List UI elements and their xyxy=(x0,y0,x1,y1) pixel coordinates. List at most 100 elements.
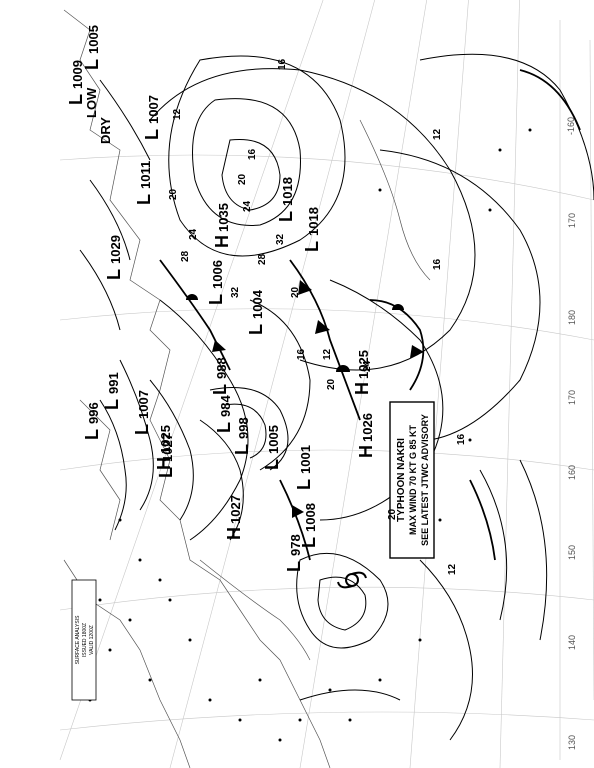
high-pressure-center: H 1025 xyxy=(154,425,174,470)
center-pressure-value: 991 xyxy=(106,372,121,394)
center-letter: L xyxy=(232,444,252,455)
longitude-tick: 140 xyxy=(567,635,577,650)
center-letter: L xyxy=(294,479,314,490)
typhoon-advisory-box: TYPHOON NAKRI MAX WIND 70 KT G 85 KT SEE… xyxy=(389,401,435,559)
advisory-wind: MAX WIND 70 KT G 85 KT xyxy=(408,424,418,535)
center-letter: L xyxy=(284,561,304,572)
center-letter: L xyxy=(104,269,124,280)
center-letter: L xyxy=(206,294,226,305)
low-pressure-center: L 1006 xyxy=(206,260,226,305)
center-pressure-value: 1008 xyxy=(303,503,318,532)
longitude-tick: 150 xyxy=(567,545,577,560)
center-pressure-value: 996 xyxy=(86,402,101,424)
low-pressure-center: L 991 xyxy=(102,372,122,410)
station-plots xyxy=(78,128,532,742)
contour-value-label: 16 xyxy=(277,58,288,70)
center-pressure-value: 1025 xyxy=(158,425,173,454)
center-letter: L xyxy=(142,129,162,140)
longitude-tick: 130 xyxy=(567,735,577,750)
center-pressure-value: 1018 xyxy=(280,177,295,206)
contour-value-label: 28 xyxy=(257,253,268,265)
low-pressure-center: L 996 xyxy=(82,402,102,440)
center-letter: H xyxy=(224,527,244,540)
center-pressure-value: 1027 xyxy=(160,433,175,462)
longitude-tick: -160 xyxy=(566,117,576,135)
contour-value-label: 16 xyxy=(432,258,443,270)
center-letter: L xyxy=(214,422,234,433)
center-pressure-value: 1026 xyxy=(360,413,375,442)
center-letter: H xyxy=(356,445,376,458)
contour-value-label: 12 xyxy=(447,563,458,575)
contour-value-label: 16 xyxy=(456,433,467,445)
center-letter: L xyxy=(246,324,266,335)
center-pressure-value: 1025 xyxy=(356,350,371,379)
isobars xyxy=(79,53,594,741)
center-letter: L xyxy=(302,241,322,252)
longitude-tick: 160 xyxy=(567,465,577,480)
center-pressure-value: 998 xyxy=(236,417,251,439)
center-pressure-value: 1006 xyxy=(210,260,225,289)
pressure-centers: H1035H1025H1026H1025H1027L1018L1018L1006… xyxy=(66,25,376,572)
center-pressure-value: 978 xyxy=(288,534,303,556)
center-letter: L xyxy=(82,429,102,440)
center-letter: L xyxy=(66,94,86,105)
center-pressure-value: 1029 xyxy=(108,235,123,264)
contour-value-label: 28 xyxy=(180,250,191,262)
longitude-tick: 180 xyxy=(567,310,577,325)
contour-value-label: 16 xyxy=(296,348,307,360)
contour-value-label: 12 xyxy=(322,348,333,360)
typhoon-icon xyxy=(337,571,367,589)
low-pressure-center: L 998 xyxy=(232,417,252,455)
center-letter: L xyxy=(262,459,282,470)
center-letter: L xyxy=(102,399,122,410)
flag-labels: LOW DRY xyxy=(84,87,113,144)
center-letter: L xyxy=(132,424,152,435)
chart-title-box: SURFACE ANALYSIS ISSUED 1800Z VALID 1200… xyxy=(71,579,97,701)
title-line-1: SURFACE ANALYSIS xyxy=(75,615,81,664)
contour-value-label: 24 xyxy=(188,228,199,240)
center-pressure-value: 1011 xyxy=(138,161,153,189)
center-letter: L xyxy=(299,537,319,548)
low-pressure-center: L 1007 xyxy=(142,95,162,140)
contour-value-label: 12 xyxy=(172,108,183,120)
title-line-2: ISSUED 1800Z xyxy=(82,623,88,657)
low-pressure-center: L 978 xyxy=(284,534,304,572)
contour-value-label: 24 xyxy=(242,200,253,212)
center-pressure-value: 1007 xyxy=(146,95,161,124)
advisory-note: SEE LATEST JTWC ADVISORY xyxy=(420,414,430,546)
advisory-name: TYPHOON NAKRI xyxy=(396,438,407,522)
contour-value-label: 32 xyxy=(230,286,241,298)
longitude-tick: 170 xyxy=(567,390,577,405)
center-letter: L xyxy=(82,59,102,70)
contour-value-label: 20 xyxy=(387,508,398,520)
center-pressure-value: 1001 xyxy=(298,445,313,474)
contour-value-label: 16 xyxy=(247,148,258,160)
contour-value-label: 20 xyxy=(326,378,337,390)
center-letter: H xyxy=(154,457,174,470)
contour-value-label: 20 xyxy=(237,173,248,185)
title-line-3: VALID 1200Z xyxy=(89,625,95,655)
center-pressure-value: 1027 xyxy=(228,495,243,524)
center-letter: L xyxy=(276,211,296,222)
high-pressure-center: H 1026 xyxy=(356,413,376,458)
fronts xyxy=(159,69,581,561)
center-letter: H xyxy=(212,235,232,248)
contour-value-label: 24 xyxy=(362,360,373,372)
center-pressure-value: 1004 xyxy=(250,289,265,319)
center-pressure-value: 988 xyxy=(214,357,229,379)
center-pressure-value: 1005 xyxy=(86,25,101,54)
low-pressure-center: L 1005 xyxy=(82,25,102,70)
